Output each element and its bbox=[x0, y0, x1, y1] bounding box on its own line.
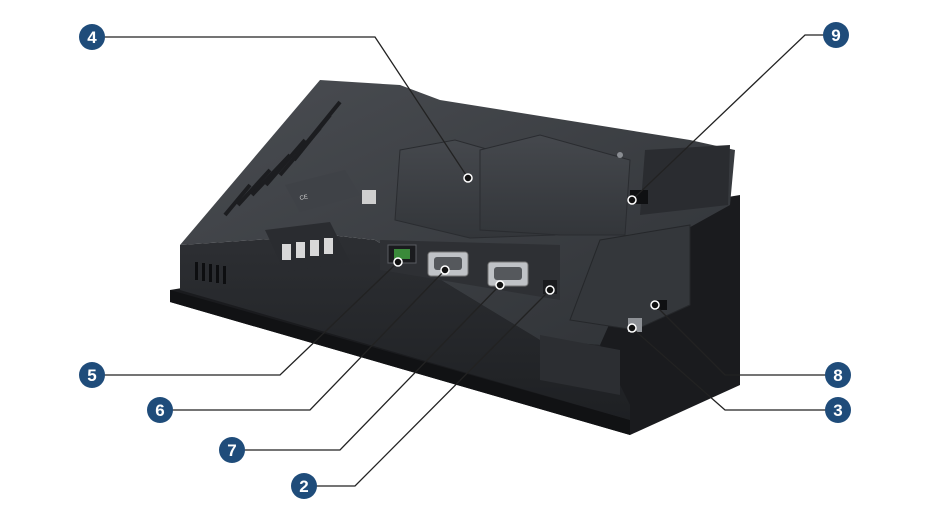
dot-8 bbox=[650, 300, 660, 310]
callout-badge: 9 bbox=[823, 22, 849, 48]
callout-badge: 2 bbox=[291, 473, 317, 499]
callout-badges: 4 9 5 6 7 2 8 3 bbox=[79, 22, 851, 499]
callout-badge: 5 bbox=[79, 362, 105, 388]
vent-grille bbox=[223, 100, 342, 217]
dot-2 bbox=[545, 285, 555, 295]
callout-badge: 6 bbox=[147, 397, 173, 423]
callout-number: 4 bbox=[87, 28, 97, 47]
dot-5 bbox=[393, 257, 403, 267]
dot-4 bbox=[463, 173, 473, 183]
dot-9 bbox=[627, 195, 637, 205]
callout-number: 5 bbox=[87, 366, 96, 385]
serial-port-2 bbox=[487, 261, 529, 287]
power-terminal bbox=[265, 222, 350, 272]
callout-number: 2 bbox=[299, 477, 308, 496]
callout-badge: 3 bbox=[825, 397, 851, 423]
callout-badge: 4 bbox=[79, 24, 105, 50]
callout-badge: 8 bbox=[825, 362, 851, 388]
callout-number: 7 bbox=[227, 441, 236, 460]
rear-cover-panel bbox=[394, 134, 631, 239]
callout-number: 6 bbox=[155, 401, 164, 420]
dot-3 bbox=[627, 323, 637, 333]
side-card-slot bbox=[655, 300, 667, 310]
callout-number: 9 bbox=[831, 26, 840, 45]
right-module bbox=[540, 145, 730, 395]
dot-6 bbox=[440, 265, 450, 275]
target-dots bbox=[393, 173, 660, 333]
serial-port-1 bbox=[427, 251, 469, 277]
leader-lines bbox=[92, 34, 838, 487]
front-vents bbox=[195, 262, 226, 284]
callout-number: 3 bbox=[833, 401, 842, 420]
rating-label: CE bbox=[285, 170, 376, 212]
label-ce-text: CE bbox=[299, 194, 308, 202]
qr-code bbox=[362, 190, 376, 204]
dot-7 bbox=[495, 280, 505, 290]
callout-badge: 7 bbox=[219, 437, 245, 463]
callout-number: 8 bbox=[833, 366, 842, 385]
